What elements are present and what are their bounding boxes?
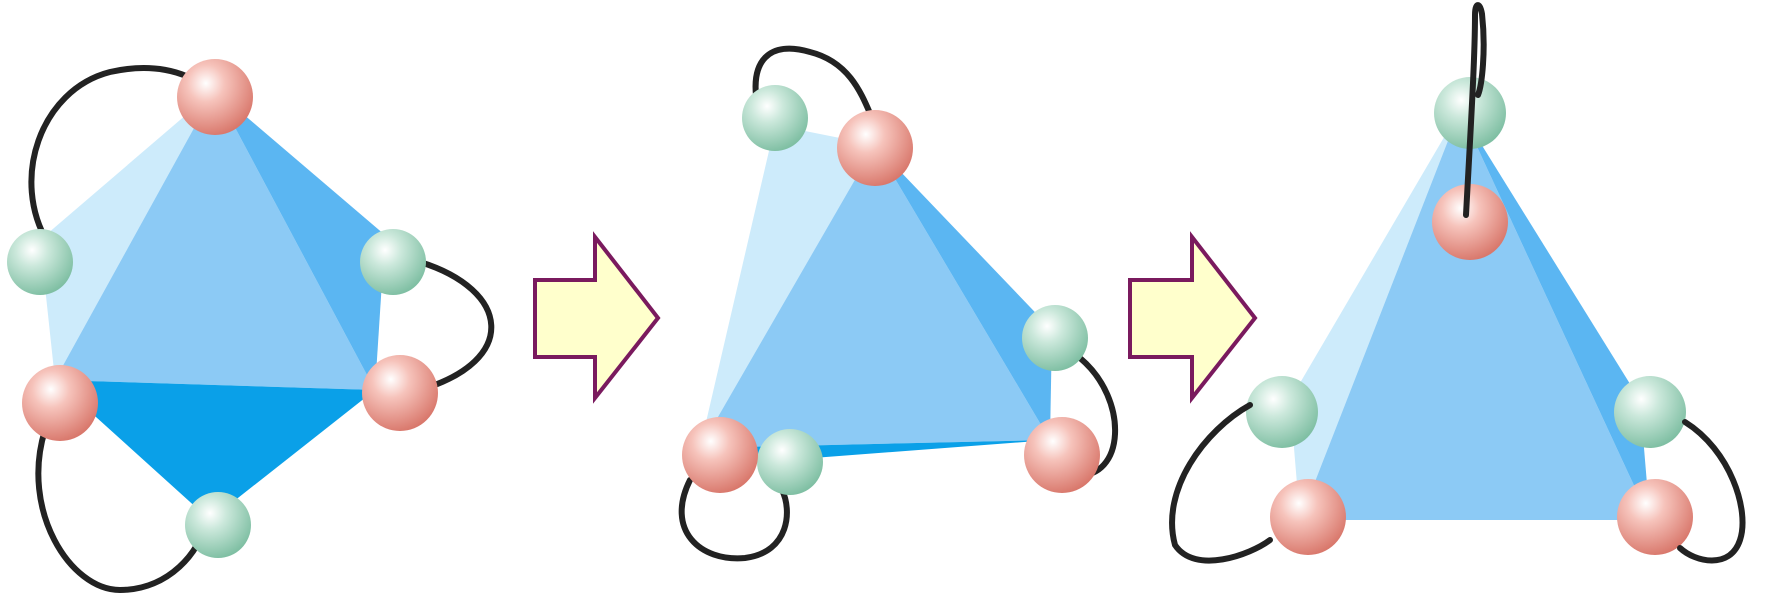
transition-arrow (1128, 231, 1258, 404)
stage-1-octahedron (7, 59, 495, 594)
face-right-dark (875, 145, 1052, 440)
face-front-mid (700, 145, 1050, 448)
stage-3-trigonal-prism (1169, 2, 1746, 564)
chelate-loop (752, 45, 875, 121)
chelate-loop (417, 259, 495, 393)
ligand-sphere-green (7, 229, 73, 295)
ligand-sphere-red (1432, 184, 1508, 260)
stage-2-intermediate (678, 45, 1118, 562)
ligand-sphere-green (360, 229, 426, 295)
transition-arrow (533, 231, 661, 404)
ligand-sphere-green (742, 85, 808, 151)
ligand-sphere-green (1022, 305, 1088, 371)
chelate-loop (678, 477, 790, 562)
ligand-sphere-red (1617, 479, 1693, 555)
chelate-loop (1677, 419, 1746, 564)
face-left-light (1290, 110, 1460, 520)
face-front-mid (55, 90, 375, 390)
face-front-mid (1300, 110, 1650, 520)
chelate-loop (28, 65, 208, 246)
face-left-light (40, 90, 215, 380)
ligand-sphere-green (185, 492, 251, 558)
ligand-sphere-green (757, 429, 823, 495)
ligand-sphere-red (177, 59, 253, 135)
chelate-loop (1463, 2, 1487, 218)
ligand-sphere-red (682, 417, 758, 493)
ligand-sphere-red (362, 355, 438, 431)
ligand-sphere-red (1270, 479, 1346, 555)
chelate-loop (35, 427, 208, 594)
chelate-loop (1169, 402, 1273, 564)
ligand-sphere-red (1024, 417, 1100, 493)
face-bottom (55, 380, 375, 520)
face-left-light (700, 125, 875, 448)
ligand-sphere-green (1614, 376, 1686, 448)
face-right-dark (1460, 110, 1650, 520)
face-right-dark (215, 90, 385, 390)
ligand-sphere-red (837, 110, 913, 186)
ligand-sphere-red (22, 365, 98, 441)
ligand-sphere-green (1246, 376, 1318, 448)
